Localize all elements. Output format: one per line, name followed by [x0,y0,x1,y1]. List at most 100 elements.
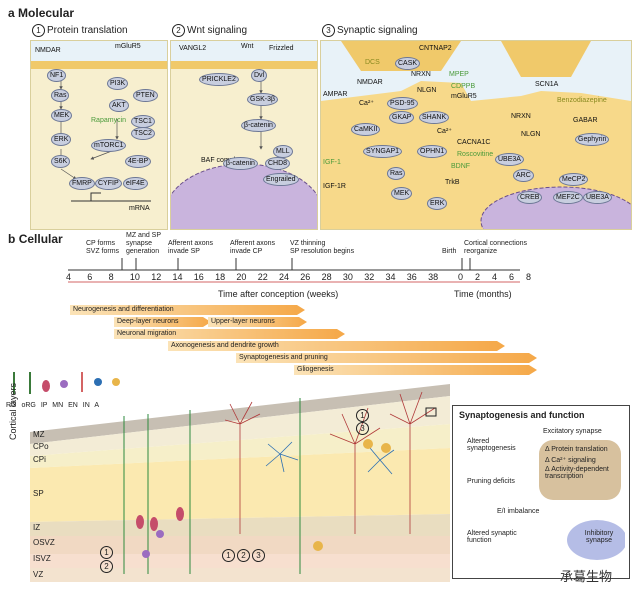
layer-sp: SP [33,489,44,498]
week-tick-30: 30 [342,272,353,282]
mll-node: MLL [273,145,293,158]
event-axons-cp: Afferent axons invade CP [230,240,276,255]
baf-complex-label: BAF complex [201,157,243,164]
gephyrin-node: Gephyrin [575,133,610,146]
marker-left-1: 1 [100,542,115,560]
ampar-label: AMPAR [323,91,348,98]
week-tick-16: 16 [193,272,204,282]
nmdar-label-3: NMDAR [357,79,383,86]
layer-osvz: OSVZ [33,538,55,547]
delta-ca: Δ Ca²⁺ signaling [545,457,596,464]
eif4e-node: eIF4E [123,177,148,190]
mtorc1-node: mTORC1 [91,139,127,152]
layer-cpi: CPi [33,455,46,464]
nrxn-label: NRXN [411,71,431,78]
pten-node: PTEN [133,89,158,102]
syngap1-node: SYNGAP1 [363,145,403,158]
event-vz-thinning: VZ thinning SP resolution begins [290,240,355,255]
panel-synaptic-signaling: CNTNAP2 DCS CASK NMDAR NRXN MPEP AMPAR C… [320,40,632,230]
section-b-header: b Cellular [8,232,63,246]
month-tick-0: 0 [458,272,464,282]
synapto-title: Synaptogenesis and function [459,410,585,420]
week-tick-36: 36 [406,272,417,282]
synaptogenesis-box: Synaptogenesis and function Excitatory s… [452,405,630,579]
inhibitory-synapse-shape [567,520,625,560]
week-tick-12: 12 [151,272,162,282]
erk-node-3: ERK [427,197,448,210]
ras-node: Ras [51,89,70,102]
mecp2-node: MeCP2 [559,173,589,186]
pruning-deficits-label: Pruning deficits [467,478,515,485]
dcs-label: DCS [365,59,380,66]
camkii-node: CaMKII [351,123,381,136]
axis-weeks-label: Time after conception (weeks) [218,289,339,299]
trkb-label: TrkB [445,179,460,186]
week-tick-24: 24 [279,272,290,282]
ophn1-node: OPHN1 [417,145,448,158]
gsk3b-node: GSK-3β [247,93,279,106]
bar-neurogenesis: Neurogenesis and differentiation [70,305,305,315]
nrxn-label-2: NRXN [511,113,531,120]
gabar-label: GABAR [573,117,598,124]
event-mz-sp-synapse: MZ and SP synapse generation [126,232,162,255]
watermark: 承葛生物 [560,569,613,584]
week-tick-8: 8 [108,272,114,282]
chd8-node: CHD8 [265,157,291,170]
mglur5-label: mGluR5 [115,43,141,50]
nmdar-label: NMDAR [35,47,61,54]
event-birth: Birth [442,248,457,255]
rapamycin-label: Rapamycin [91,117,127,124]
altered-function-label: Altered synaptic function [467,530,517,544]
month-tick-8: 8 [526,272,532,282]
pi3k-node: PI3K [107,77,129,90]
mek-node: MEK [51,109,73,122]
creb-node: CREB [517,191,543,204]
roscovitine-label: Roscovitine [457,151,494,158]
beta-catenin-node: β-catenin [241,119,276,132]
panel-wnt-signaling: VANGL2 Wnt Frizzled PRICKLE2 Dvl GSK-3β … [170,40,318,230]
layer-iz: IZ [33,523,41,532]
ras-node-3: Ras [387,167,406,180]
akt-node: AKT [109,99,129,112]
shank-node: SHANK [419,111,450,124]
cdppb-label: CDPPB [451,83,476,90]
erk-node: ERK [51,133,72,146]
mek-node-3: MEK [391,187,413,200]
layer-vz: VZ [33,570,44,579]
dvl-node: Dvl [251,69,268,82]
cell-type-labels: RG oRG IP MN EN IN A [6,402,100,409]
month-tick-6: 6 [509,272,515,282]
layer-isvz: ISVZ [33,554,51,563]
bar-deep-layer: Deep-layer neurons [114,317,211,327]
altered-synaptogenesis-label: Altered synaptogenesis [467,438,516,452]
excitatory-synapse-shape [539,440,621,500]
week-tick-38: 38 [428,272,439,282]
event-cp-forms: CP forms SVZ forms [86,240,120,255]
cntnap2-label: CNTNAP2 [419,45,452,52]
igf1-label: IGF-1 [323,159,341,166]
event-axons-sp: Afferent axons invade SP [168,240,214,255]
marker-top-1: 1 [356,405,371,423]
scn1a-label: SCN1A [535,81,559,88]
psd95-node: PSD-95 [387,97,418,110]
cortex-diagram [30,384,450,582]
benzodiazepine-label: Benzodiazepine [557,97,607,104]
mef2c-node: MEF2C [553,191,583,204]
layer-cpo: CPo [33,442,49,451]
week-tick-6: 6 [87,272,93,282]
timeline-axis [68,258,520,283]
bar-axonogenesis: Axonogenesis and dendrite growth [168,341,505,351]
bar-synaptogenesis: Synaptogenesis and pruning [236,353,537,363]
ei-imbalance-label: E/I imbalance [497,508,540,515]
mpep-label: MPEP [449,71,469,78]
ube3a-node: UBE3A [495,153,524,166]
frizzled-label: Frizzled [269,45,294,52]
bar-upper-layer: Upper-layer neurons [208,317,307,327]
inhibitory-label: Inhibitory synapse [584,530,614,544]
week-tick-28: 28 [321,272,332,282]
event-cortical-reorganize: Cortical connections reorganize [464,240,528,255]
week-tick-4: 4 [66,272,72,282]
nlgn-label: NLGN [417,87,437,94]
